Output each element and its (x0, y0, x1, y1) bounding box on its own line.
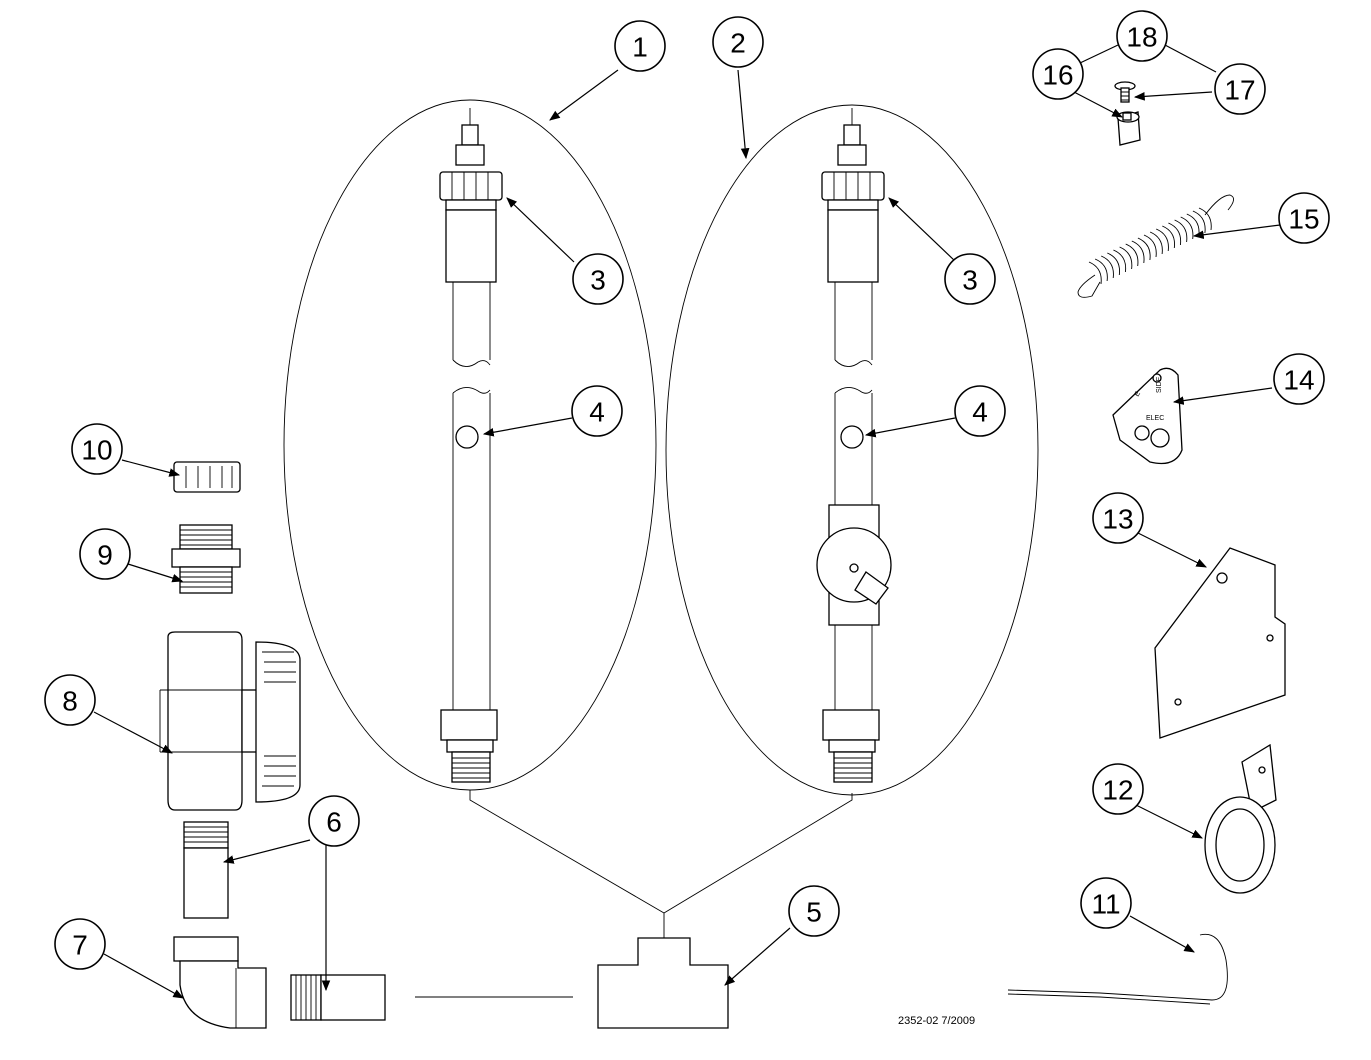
drawing-number: 2352-02 7/2009 (898, 1015, 975, 1027)
callout-bubble (308, 795, 360, 847)
callout-c14: 14 (1273, 353, 1325, 405)
screw (1114, 81, 1136, 103)
rod (1007, 933, 1228, 1005)
callout-number: 7 (72, 930, 88, 961)
callout-c5: 5 (788, 885, 840, 937)
nut (173, 461, 241, 493)
callout-number: 10 (81, 435, 112, 466)
callout-number: 14 (1283, 365, 1314, 396)
callout-bubble (44, 674, 96, 726)
callout-number: 16 (1042, 60, 1073, 91)
callout-c10: 10 (71, 423, 123, 475)
callout-c8: 8 (44, 674, 96, 726)
callout-bubble (1032, 48, 1084, 100)
callout-number: 6 (326, 807, 342, 838)
callout-bubble (1092, 763, 1144, 815)
tag-text-3: ELEC (1146, 415, 1164, 422)
elbow-fitting (173, 936, 267, 1029)
callout-c11: 11 (1080, 877, 1132, 929)
callout-number: 17 (1224, 75, 1255, 106)
nipple-lower (290, 974, 386, 1021)
callout-c4a: 4 (571, 385, 623, 437)
callout-number: 8 (62, 686, 78, 717)
callout-number: 3 (590, 265, 606, 296)
callout-number: 4 (972, 397, 988, 428)
tee-fitting (597, 937, 729, 1029)
injector-assembly-2 (816, 108, 892, 783)
identification-tag: E SIDE ELEC (1112, 367, 1183, 465)
callout-c18: 18 (1116, 10, 1168, 62)
callout-c1: 1 (614, 20, 666, 72)
callout-bubble (571, 385, 623, 437)
callout-number: 15 (1288, 204, 1319, 235)
callout-bubble (1278, 192, 1330, 244)
nipple-upper (183, 821, 229, 919)
callout-c17: 17 (1214, 63, 1266, 115)
tag-text-1: E (1134, 390, 1143, 398)
callout-c2: 2 (712, 16, 764, 68)
callout-number: 3 (962, 265, 978, 296)
ball-valve (159, 631, 301, 811)
callout-c15: 15 (1278, 192, 1330, 244)
callout-number: 13 (1102, 504, 1133, 535)
callout-number: 1 (632, 32, 648, 63)
callout-bubble (712, 16, 764, 68)
callout-c6: 6 (308, 795, 360, 847)
leader-lines (93, 44, 1281, 999)
callout-number: 11 (1091, 889, 1120, 920)
callout-c12: 12 (1092, 763, 1144, 815)
callout-number: 18 (1126, 22, 1157, 53)
callout-number: 2 (730, 28, 746, 59)
callout-bubble (1273, 353, 1325, 405)
adapter-fitting (171, 524, 241, 594)
callout-bubble (788, 885, 840, 937)
callout-bubble (79, 528, 131, 580)
callout-c13: 13 (1092, 492, 1144, 544)
callout-bubble (614, 20, 666, 72)
callout-bubble (54, 918, 106, 970)
callout-number: 4 (589, 397, 605, 428)
threaded-insert (1116, 111, 1141, 146)
callout-bubble (572, 253, 624, 305)
callout-c16: 16 (1032, 48, 1084, 100)
callout-c4b: 4 (954, 385, 1006, 437)
callout-c7: 7 (54, 918, 106, 970)
callout-c9: 9 (79, 528, 131, 580)
spring (1077, 194, 1234, 298)
callout-bubble (71, 423, 123, 475)
ring-bracket (1204, 743, 1277, 894)
injector-assembly-1 (439, 108, 503, 783)
mounting-plate (1154, 547, 1286, 739)
callout-bubble (1092, 492, 1144, 544)
callout-bubble (944, 253, 996, 305)
callout-c3b: 3 (944, 253, 996, 305)
callout-number: 12 (1102, 775, 1133, 806)
callout-number: 5 (806, 897, 822, 928)
callout-bubble (1214, 63, 1266, 115)
callout-bubble (1116, 10, 1168, 62)
callout-number: 9 (97, 540, 113, 571)
callout-bubble (954, 385, 1006, 437)
callout-c3a: 3 (572, 253, 624, 305)
tag-text-2: SIDE (1156, 376, 1163, 393)
callout-bubble (1080, 877, 1132, 929)
